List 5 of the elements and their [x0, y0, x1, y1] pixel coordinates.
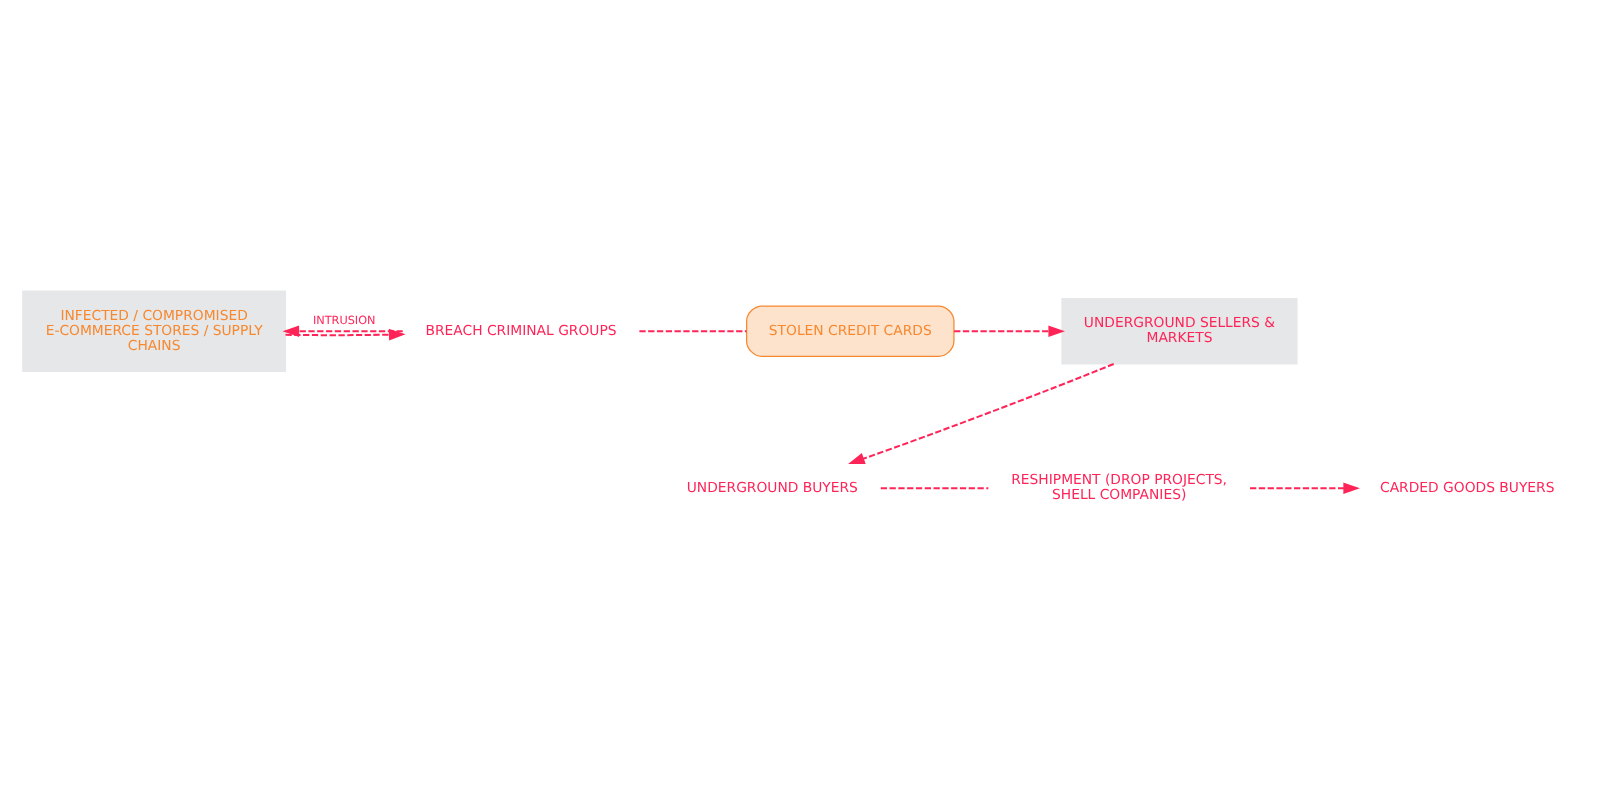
- connector: [880, 487, 989, 490]
- arrow: [1250, 482, 1360, 495]
- connector: [639, 330, 747, 333]
- arrow: [954, 325, 1065, 338]
- arrow: [848, 363, 1115, 465]
